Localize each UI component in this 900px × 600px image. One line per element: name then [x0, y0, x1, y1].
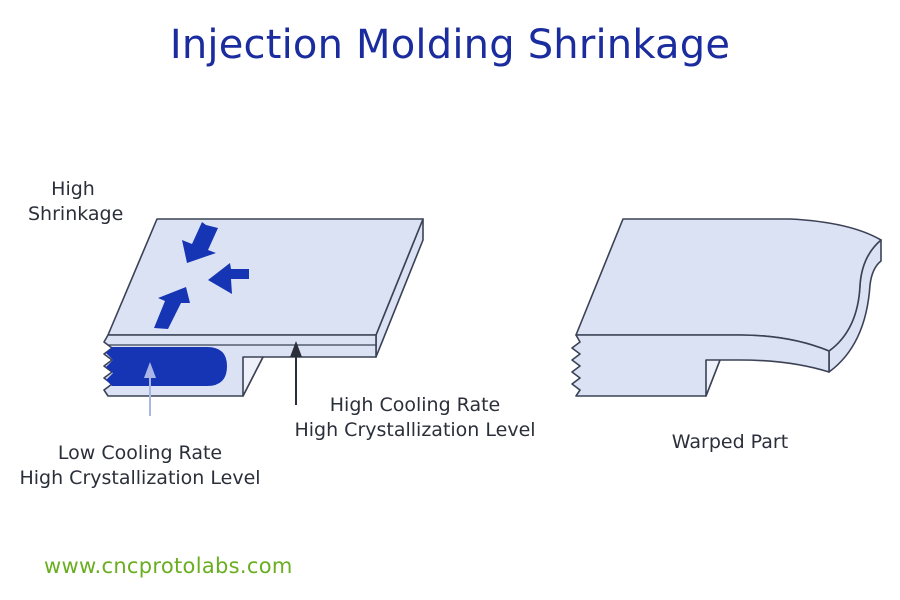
warped-part-step-face: [705, 359, 721, 397]
shrink-arrows: [154, 222, 249, 329]
arrow-down-left-icon: [182, 222, 218, 263]
high-shrinkage-line-2: Shrinkage: [28, 203, 124, 225]
diagram-title: Injection Molding Shrinkage: [169, 22, 731, 68]
thick-core-region: [106, 347, 227, 386]
left-part-step-face: [242, 356, 264, 397]
low-cooling-label: Low Cooling Rate High Crystallization Le…: [10, 441, 270, 491]
footer-url: www.cncprotolabs.com: [44, 554, 293, 578]
low-cooling-line-1: Low Cooling Rate: [57, 442, 223, 464]
warped-part-label-text: Warped Part: [671, 431, 789, 453]
warped-part-label: Warped Part: [640, 430, 820, 455]
arrow-left-icon: [208, 263, 249, 294]
arrow-up-right-icon: [154, 287, 190, 329]
high-shrinkage-line-1: High: [51, 178, 95, 200]
high-cooling-label: High Cooling Rate High Crystallization L…: [290, 393, 540, 443]
warped-part-top-face: [575, 218, 882, 352]
low-cooling-line-2: High Crystallization Level: [19, 467, 261, 489]
low-cooling-pointer: [144, 362, 156, 416]
high-cooling-line-2: High Crystallization Level: [294, 419, 536, 441]
warped-part-front-face: [571, 334, 830, 397]
left-part-top-face: [107, 218, 424, 336]
high-cooling-pointer: [290, 341, 302, 405]
high-shrinkage-label: High Shrinkage: [28, 177, 124, 227]
high-cooling-line-1: High Cooling Rate: [329, 394, 501, 416]
warped-part: [571, 218, 882, 397]
